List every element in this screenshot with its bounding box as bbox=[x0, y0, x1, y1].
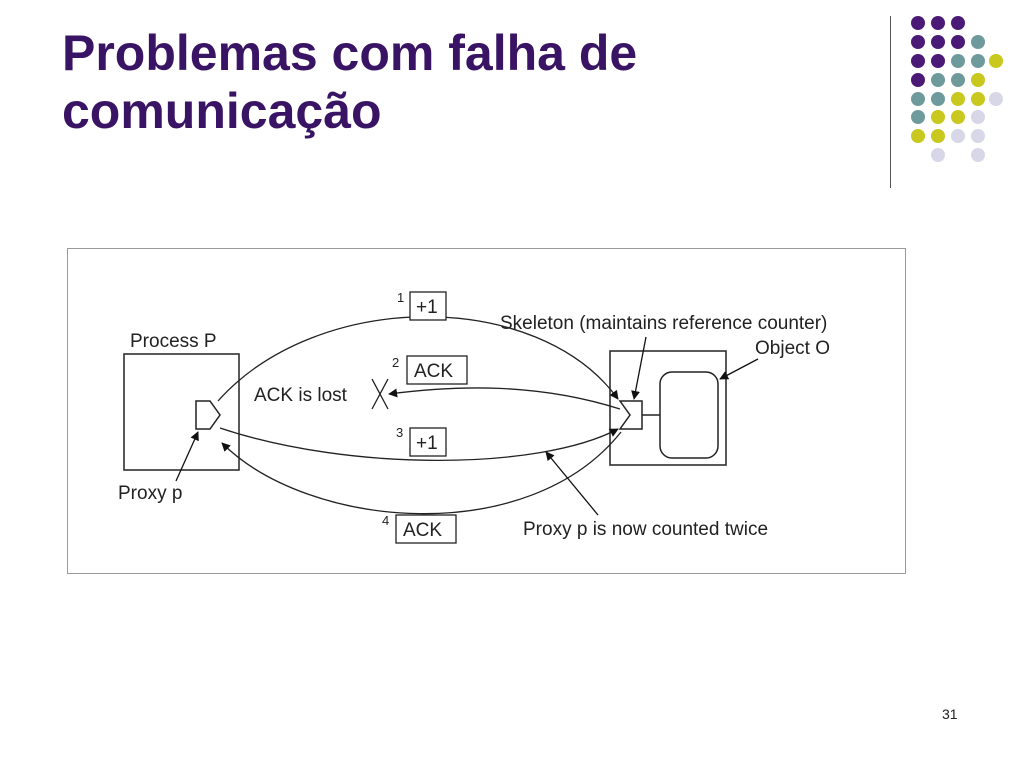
proxy-shape bbox=[195, 400, 221, 430]
decorative-dot bbox=[951, 16, 965, 30]
decorative-dot bbox=[989, 92, 1003, 106]
decorative-dot bbox=[911, 129, 925, 143]
message-3-label: +1 bbox=[416, 433, 438, 454]
message-1-box bbox=[409, 291, 447, 321]
decorative-dot bbox=[911, 110, 925, 124]
object-label: Object O bbox=[755, 338, 830, 359]
message-4-label: ACK bbox=[403, 520, 442, 541]
header-divider bbox=[890, 16, 891, 188]
decorative-dot bbox=[951, 110, 965, 124]
decorative-dot bbox=[911, 73, 925, 87]
message-4-step: 4 bbox=[382, 513, 389, 528]
slide-title-line-2: comunicação bbox=[62, 83, 382, 139]
message-3-step: 3 bbox=[396, 425, 403, 440]
object-pointer-arrow bbox=[719, 358, 759, 380]
slide-title: Problemas com falha de comunicação bbox=[62, 24, 637, 140]
decorative-dot bbox=[971, 54, 985, 68]
decorative-dot bbox=[911, 35, 925, 49]
message-3-box bbox=[409, 427, 447, 457]
message-1-step: 1 bbox=[397, 290, 404, 305]
decorative-dot bbox=[971, 148, 985, 162]
message-4-box bbox=[395, 514, 457, 544]
decorative-dot bbox=[931, 73, 945, 87]
lost-cross-line-2 bbox=[371, 378, 389, 410]
message-4-arc bbox=[221, 431, 622, 515]
decorative-dot-grid bbox=[911, 16, 1003, 162]
decorative-dot bbox=[971, 73, 985, 87]
process-box bbox=[123, 353, 240, 471]
skeleton-label: Skeleton (maintains reference counter) bbox=[500, 313, 827, 334]
decorative-dot bbox=[931, 148, 945, 162]
diagram-figure: Process P Proxy p Skeleton (maintains re… bbox=[67, 248, 906, 574]
decorative-dot bbox=[951, 92, 965, 106]
process-label: Process P bbox=[130, 331, 217, 352]
decorative-dot bbox=[931, 110, 945, 124]
decorative-dot bbox=[931, 35, 945, 49]
ack-lost-label: ACK is lost bbox=[254, 385, 348, 406]
message-2-label: ACK bbox=[414, 361, 453, 382]
decorative-dot bbox=[931, 54, 945, 68]
object-o-shape bbox=[659, 371, 719, 459]
decorative-dot bbox=[931, 16, 945, 30]
decorative-dot bbox=[951, 54, 965, 68]
message-1-label: +1 bbox=[416, 297, 438, 318]
decorative-dot bbox=[971, 129, 985, 143]
decorative-dot bbox=[931, 129, 945, 143]
decorative-dot bbox=[971, 35, 985, 49]
counted-twice-label: Proxy p is now counted twice bbox=[523, 519, 768, 540]
message-2-arc bbox=[388, 387, 621, 410]
slide-title-line-1: Problemas com falha de bbox=[62, 25, 638, 81]
message-3-arc bbox=[219, 427, 619, 461]
message-2-box bbox=[406, 355, 468, 385]
message-2-step: 2 bbox=[392, 355, 399, 370]
decorative-dot bbox=[911, 54, 925, 68]
skeleton-shape bbox=[618, 400, 643, 430]
decorative-dot bbox=[951, 35, 965, 49]
decorative-dot bbox=[951, 129, 965, 143]
decorative-dot bbox=[911, 16, 925, 30]
decorative-dot bbox=[971, 110, 985, 124]
decorative-dot bbox=[971, 92, 985, 106]
decorative-dot bbox=[911, 92, 925, 106]
page-number: 31 bbox=[942, 706, 958, 722]
proxy-pointer-arrow bbox=[175, 431, 199, 482]
proxy-label: Proxy p bbox=[118, 483, 182, 504]
decorative-dot bbox=[951, 73, 965, 87]
diagram-svg: Process P Proxy p Skeleton (maintains re… bbox=[118, 290, 830, 544]
decorative-dot bbox=[989, 54, 1003, 68]
decorative-dot bbox=[931, 92, 945, 106]
skeleton-pointer-arrow bbox=[631, 336, 647, 400]
counted-twice-pointer-arrow bbox=[545, 451, 599, 516]
